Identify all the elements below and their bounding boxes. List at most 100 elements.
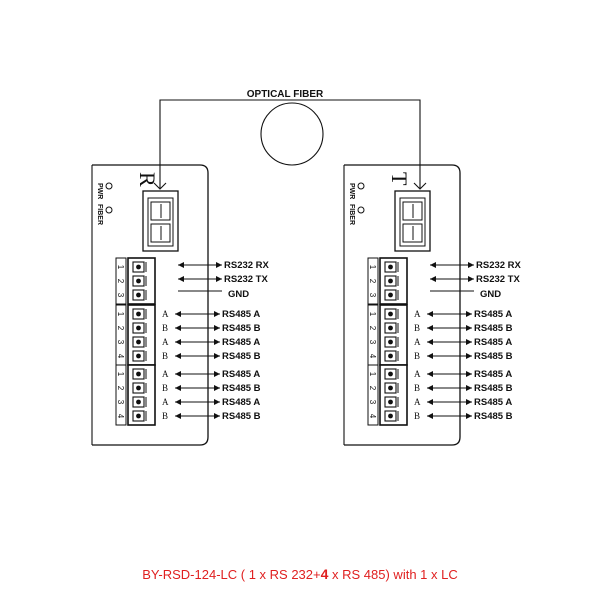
r-rs232-rx-label: RS232 RX [224,260,270,271]
t-rs232-block-pin-number: 2 [368,279,377,284]
r-rs485-letter: B [162,323,168,333]
r-rs485-arrow-arrow-right [214,353,220,359]
r-rs485-label: RS485 A [222,337,260,348]
t-rs485-arrow-arrow-right [466,311,472,317]
r-rs485-arrow-arrow-right [214,371,220,377]
r-rs485-block-1-screw [136,353,141,359]
r-rs485-block-2-screw [136,371,141,377]
t-rs485-arrow-arrow-left [427,371,433,377]
t-led-label-fiber: FIBER [348,204,355,225]
t-rs485-label: RS485 B [474,323,513,334]
t-rs485-letter: A [414,369,421,379]
t-rs485-label: RS485 B [474,351,513,362]
r-rs232-rx-arrow-left [178,262,184,268]
t-rs485-arrow-arrow-left [427,413,433,419]
r-rs232-block-pin-number: 1 [116,265,125,270]
t-rs485-block-2-pin-number: 4 [368,414,377,419]
r-unit-letter: R [135,172,160,187]
r-rs485-arrow-arrow-left [175,311,181,317]
t-rs232-tx-label: RS232 TX [476,274,520,285]
t-unit-letter: T [387,172,412,186]
t-rs485-block-2-screw [388,399,393,405]
r-gnd-label: GND [228,289,249,300]
t-rs485-block-1-pin-number: 4 [368,354,377,359]
t-rs485-arrow-arrow-right [466,413,472,419]
r-rs485-arrow-arrow-right [214,399,220,405]
t-rs485-block-1-screw [388,311,393,317]
r-rs232-block-screw [136,278,141,284]
t-rs232-block-pin-strip [367,257,379,305]
r-rs485-block-2-screw [136,399,141,405]
receiver-unit: R PWR FIBER 1 2 3 RS232 RX RS232 TX GND 1 2 3 4 A RS48… [91,164,270,446]
t-rs485-block-2-screw [388,385,393,391]
t-gnd-label: GND [480,289,501,300]
r-rs232-tx-label: RS232 TX [224,274,268,285]
t-rs232-tx-arrow-left [430,276,436,282]
r-rs485-label: RS485 B [222,351,261,362]
t-rs485-letter: B [414,383,420,393]
r-rs485-label: RS485 A [222,369,260,380]
r-rs485-arrow-arrow-left [175,371,181,377]
t-rs485-arrow-arrow-right [466,399,472,405]
t-rs232-rx-label: RS232 RX [476,260,522,271]
r-rs485-block-2-pin-number: 3 [116,400,125,405]
r-rs485-arrow-arrow-right [214,413,220,419]
r-rs485-arrow-arrow-left [175,325,181,331]
t-rs485-block-1-screw [388,339,393,345]
optical-fiber-link [153,99,427,190]
r-rs485-block-1-pin-number: 3 [116,340,125,345]
t-rs232-block-screw [388,292,393,298]
t-rs485-block-1-pin-number: 1 [368,312,377,317]
t-rs232-block-pin-number: 1 [368,265,377,270]
r-rs485-label: RS485 B [222,383,261,394]
t-rs232-block-screw [388,278,393,284]
t-rs485-label: RS485 B [474,383,513,394]
r-rs485-arrow-arrow-right [214,325,220,331]
r-rs232-block-pin-number: 2 [116,279,125,284]
r-rs485-block-2-pin-strip [115,364,127,426]
r-rs485-label: RS485 B [222,323,261,334]
r-rs485-arrow-arrow-left [175,385,181,391]
r-led-label-fiber: FIBER [96,204,103,225]
r-rs485-arrow-arrow-right [214,339,220,345]
t-rs232-block-pin-number: 3 [368,293,377,298]
r-rs485-letter: B [162,411,168,421]
r-rs485-block-1-screw [136,325,141,331]
r-rs485-letter: A [162,369,169,379]
t-rs485-arrow-arrow-left [427,399,433,405]
t-rs485-arrow-arrow-left [427,325,433,331]
r-rs485-block-1-screw [136,339,141,345]
t-rs485-label: RS485 A [474,369,512,380]
t-rs485-arrow-arrow-right [466,339,472,345]
r-fiber-led [105,206,113,214]
t-rs485-block-2-pin-number: 3 [368,400,377,405]
caption-before: BY-RSD-124-LC ( 1 x RS 232+ [142,567,321,582]
r-rs485-block-1-pin-number: 2 [116,326,125,331]
r-led-label-pwr: PWR [96,183,103,199]
r-rs485-arrow-arrow-left [175,339,181,345]
t-rs485-block-1-pin-number: 3 [368,340,377,345]
r-rs485-letter: A [162,397,169,407]
t-rs485-label: RS485 A [474,397,512,408]
product-caption: BY-RSD-124-LC ( 1 x RS 232+4 x RS 485) w… [0,566,600,582]
t-rs485-block-2-screw [388,371,393,377]
t-pwr-led [357,182,365,190]
r-rs485-block-2-pin-number: 1 [116,372,125,377]
caption-after: x RS 485) with 1 x LC [328,567,458,582]
t-rs485-letter: A [414,337,421,347]
r-rs485-block-2-pin-number: 2 [116,386,125,391]
r-rs485-block-2-pin-number: 4 [116,414,125,419]
t-rs485-arrow-arrow-left [427,353,433,359]
r-rs485-letter: A [162,309,169,319]
t-rs485-arrow-arrow-right [466,371,472,377]
t-rs485-block-1-screw [388,353,393,359]
t-rs485-label: RS485 A [474,309,512,320]
t-rs485-arrow-arrow-left [427,385,433,391]
r-rs485-arrow-arrow-left [175,353,181,359]
r-rs485-arrow-arrow-right [214,311,220,317]
t-rs485-letter: B [414,351,420,361]
r-rs232-tx-arrow-right [216,276,222,282]
t-rs485-arrow-arrow-right [466,353,472,359]
